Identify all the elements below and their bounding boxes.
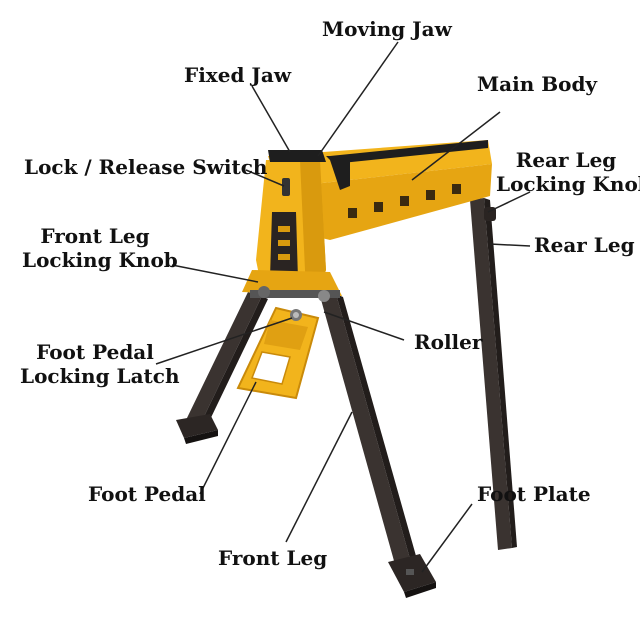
label-foot-pedal-locking-latch: Foot Pedal Locking Latch: [20, 340, 180, 388]
leader-moving-jaw: [317, 41, 399, 157]
label-foot-pedal-locking-latch-line2: Locking Latch: [20, 364, 180, 388]
leader-front-leg-locking-knob: [171, 264, 259, 283]
rear-leg: [470, 198, 517, 550]
leader-rear-leg: [489, 243, 531, 247]
fixed-jaw: [268, 150, 326, 162]
label-front-leg-locking-knob-line2: Locking Knob: [22, 248, 178, 272]
foot-pedal: [236, 306, 320, 400]
label-foot-plate: Foot Plate: [477, 482, 591, 506]
front-leg: [320, 294, 418, 568]
leader-foot-plate: [421, 503, 473, 573]
front-leg-left: [186, 292, 268, 428]
rear-leg-locking-knob: [484, 207, 496, 221]
label-lock-release-switch: Lock / Release Switch: [24, 155, 268, 179]
leader-main-body: [411, 111, 501, 181]
label-main-body: Main Body: [477, 72, 598, 96]
label-moving-jaw: Moving Jaw: [322, 17, 452, 41]
label-foot-pedal: Foot Pedal: [88, 482, 206, 506]
leader-lock-release-switch: [245, 169, 285, 187]
leader-foot-pedal: [199, 381, 257, 495]
leader-rear-leg-locking-knob: [487, 191, 531, 213]
label-rear-leg-locking-knob-line2: Locking Knob: [496, 172, 640, 196]
lock-release-switch: [282, 178, 290, 196]
foot-plate: [388, 554, 436, 598]
label-rear-leg: Rear Leg: [534, 233, 635, 257]
leader-roller: [323, 311, 405, 341]
label-rear-leg-locking-knob: Rear Leg Locking Knob: [496, 148, 640, 196]
label-fixed-jaw: Fixed Jaw: [184, 63, 292, 87]
label-front-leg-locking-knob: Front Leg Locking Knob: [22, 224, 178, 272]
leader-fixed-jaw: [251, 85, 291, 153]
label-roller: Roller: [414, 330, 483, 354]
moving-jaw: [326, 156, 350, 190]
foot-plate-left: [176, 414, 218, 444]
label-front-leg-locking-knob-line1: Front Leg: [40, 224, 150, 248]
label-rear-leg-locking-knob-line1: Rear Leg: [515, 148, 617, 172]
leader-lines: [155, 41, 531, 573]
leader-front-leg: [285, 411, 353, 543]
label-foot-pedal-locking-latch-line1: Foot Pedal: [36, 340, 154, 364]
roller: [250, 290, 340, 298]
main-body: [242, 140, 492, 302]
front-leg-locking-knob: [258, 286, 270, 298]
label-front-leg: Front Leg: [218, 546, 328, 570]
leader-foot-pedal-locking-latch: [155, 317, 293, 365]
